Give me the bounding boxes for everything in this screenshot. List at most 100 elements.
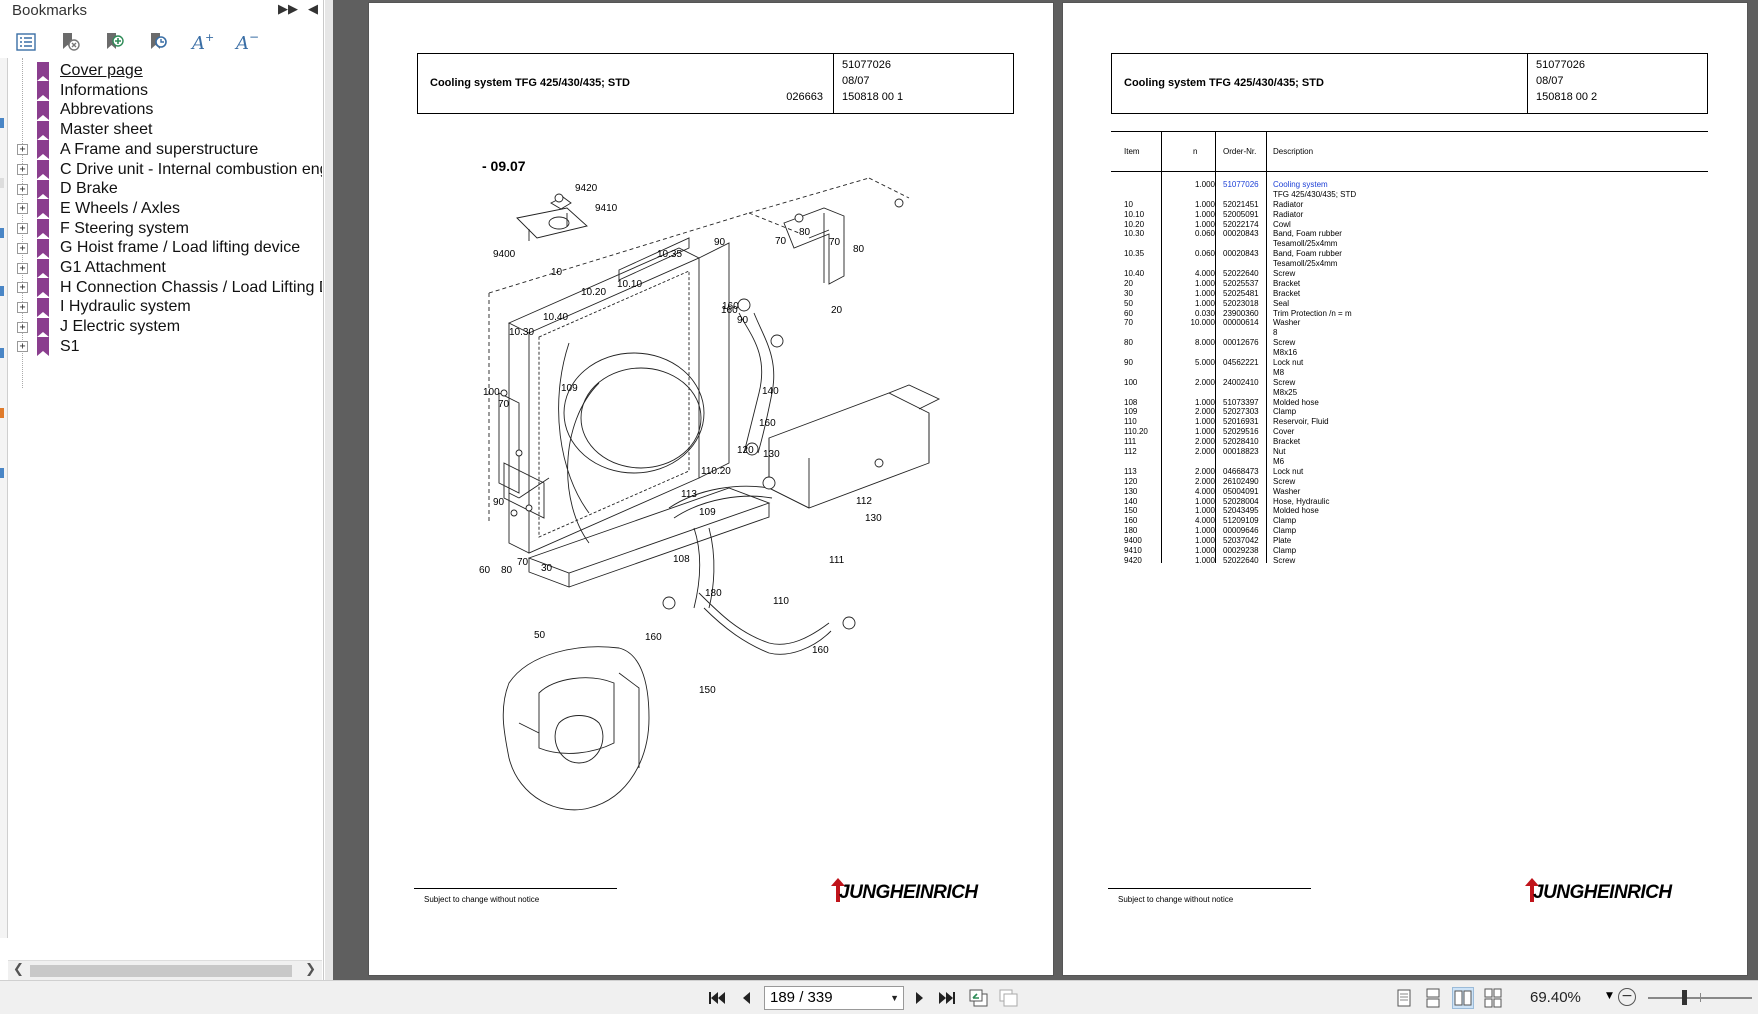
bookmark-icon (36, 297, 50, 317)
previous-view-icon[interactable] (967, 986, 991, 1010)
panel-splitter[interactable] (325, 0, 333, 980)
order-number-cell: 00029238 (1223, 545, 1259, 555)
scrollbar-thumb[interactable] (30, 965, 292, 977)
callout-label: 30 (541, 563, 553, 574)
next-page-icon[interactable] (908, 986, 932, 1010)
bookmark-item[interactable]: +G Hoist frame / Load lifting device (16, 237, 322, 259)
description-cell[interactable]: Cooling system (1273, 180, 1328, 189)
facing-view-button[interactable] (1452, 987, 1474, 1009)
item-cell: 9420 (1124, 555, 1142, 565)
single-page-view-button[interactable] (1393, 987, 1415, 1009)
callout-label: 50 (534, 630, 546, 641)
document-page-left: Cooling system TFG 425/430/435; STD 0266… (368, 2, 1054, 976)
first-page-icon[interactable] (705, 986, 729, 1010)
order-number-cell[interactable]: 51077026 (1223, 180, 1259, 189)
page-header-code: 026663 (786, 91, 823, 103)
bookmark-item[interactable]: Cover page (16, 60, 322, 82)
jungheinrich-logo: JUNGHEINRICH (1523, 876, 1673, 908)
collapse-panel-icon[interactable]: ◀ (308, 2, 318, 17)
bookmark-item[interactable]: +I Hydraulic system (16, 296, 322, 318)
bookmark-item[interactable]: Informations (16, 80, 322, 102)
footer-note: Subject to change without notice (1118, 895, 1234, 904)
item-cell: 120 (1124, 476, 1138, 486)
description-cell: Lock nut (1273, 358, 1304, 368)
expand-plus-icon[interactable]: + (17, 321, 28, 333)
decrease-text-size-icon[interactable]: A− (234, 30, 258, 54)
delete-bookmark-icon[interactable] (58, 30, 82, 54)
zoom-level[interactable]: 69.40% (1530, 989, 1581, 1006)
bookmark-item[interactable]: +E Wheels / Axles (16, 198, 322, 220)
bookmark-options-icon[interactable] (14, 30, 38, 54)
zoom-slider-thumb[interactable] (1682, 990, 1687, 1005)
table-row: TFG 425/430/435; STD (1111, 190, 1708, 200)
item-cell: 110 (1124, 417, 1137, 427)
next-view-icon[interactable] (997, 986, 1021, 1010)
expand-plus-icon[interactable]: + (17, 301, 28, 313)
quantity-cell[interactable]: 1.000 (1194, 180, 1215, 189)
quantity-cell: 1.000 (1194, 219, 1215, 229)
expand-plus-icon[interactable]: + (17, 282, 28, 294)
expand-plus-icon[interactable]: + (17, 144, 28, 156)
horizontal-scrollbar[interactable]: ❮ ❯ (8, 960, 322, 980)
strip-marker (0, 118, 4, 128)
previous-page-icon[interactable] (734, 986, 758, 1010)
bookmark-item[interactable]: +H Connection Chassis / Load Lifting Dev… (16, 277, 322, 299)
scroll-left-icon[interactable]: ❮ (13, 962, 24, 977)
bookmark-item[interactable]: +J Electric system (16, 316, 322, 338)
item-cell: 113 (1124, 466, 1137, 476)
description-cell: M8x25 (1273, 387, 1298, 397)
bookmark-item[interactable]: Master sheet (16, 119, 322, 141)
expand-plus-icon[interactable]: + (17, 203, 28, 215)
page-header-title: Cooling system TFG 425/430/435; STD (430, 77, 630, 89)
continuous-view-button[interactable] (1422, 987, 1444, 1009)
expand-plus-icon[interactable]: + (17, 223, 28, 235)
page-header-box: Cooling system TFG 425/430/435; STD 5107… (1111, 53, 1708, 114)
zoom-dropdown-icon[interactable]: ▼ (1606, 991, 1613, 1001)
header-date: 08/07 (842, 75, 870, 87)
find-bookmark-icon[interactable] (146, 30, 170, 54)
table-row: M8 (1111, 368, 1708, 378)
description-cell: Trim Protection /n = m (1273, 308, 1352, 318)
quantity-cell: 4.000 (1194, 269, 1215, 279)
continuous-facing-view-button[interactable] (1482, 987, 1504, 1009)
new-bookmark-icon[interactable] (102, 30, 126, 54)
callout-label: 90 (737, 315, 749, 326)
bookmarks-title: Bookmarks (12, 2, 88, 19)
expand-plus-icon[interactable]: + (17, 242, 28, 254)
order-number-cell: 04562221 (1223, 358, 1259, 368)
bookmark-item[interactable]: +G1 Attachment (16, 257, 322, 279)
bookmark-item[interactable]: + D Brake (16, 178, 322, 200)
callout-label: 10.40 (543, 312, 568, 323)
order-number-cell: 52028410 (1223, 437, 1259, 447)
column-header-order: Order-Nr. (1223, 147, 1257, 156)
table-row: M6 (1111, 457, 1708, 467)
zoom-out-icon[interactable]: − (1618, 988, 1636, 1006)
expand-plus-icon[interactable]: + (17, 183, 28, 195)
svg-text:−: − (249, 31, 258, 44)
bookmark-item[interactable]: Abbrevations (16, 99, 322, 121)
bookmark-item[interactable]: +S1 (16, 336, 322, 358)
bookmark-label: D Brake (60, 180, 118, 198)
table-row[interactable]: 1.000 51077026 Cooling system (1111, 180, 1708, 190)
page-number-input[interactable]: 189 / 339 ▼ (764, 986, 904, 1010)
bookmark-item[interactable]: + F Steering system (16, 218, 322, 240)
expand-plus-icon[interactable]: + (17, 341, 28, 353)
expand-panel-icon[interactable]: ▶▶ (278, 2, 298, 17)
bookmark-label: F Steering system (60, 219, 189, 237)
increase-text-size-icon[interactable]: A+ (190, 30, 214, 54)
bookmark-item[interactable]: +C Drive unit - Internal combustion engi… (16, 159, 322, 181)
scroll-right-icon[interactable]: ❯ (305, 962, 316, 977)
last-page-icon[interactable] (935, 986, 959, 1010)
expand-plus-icon[interactable]: + (17, 262, 28, 274)
expand-plus-icon[interactable]: + (17, 164, 28, 175)
bookmark-item[interactable]: +A Frame and superstructure (16, 139, 322, 161)
callout-label: 120 (737, 445, 754, 456)
page-dropdown-icon[interactable]: ▼ (890, 993, 899, 1003)
table-row: 8 (1111, 328, 1708, 338)
header-sheet-number: 150818 00 2 (1536, 91, 1598, 103)
table-row: Tesamoll/25x4mm (1111, 239, 1708, 249)
panel-left-strip (0, 58, 8, 938)
